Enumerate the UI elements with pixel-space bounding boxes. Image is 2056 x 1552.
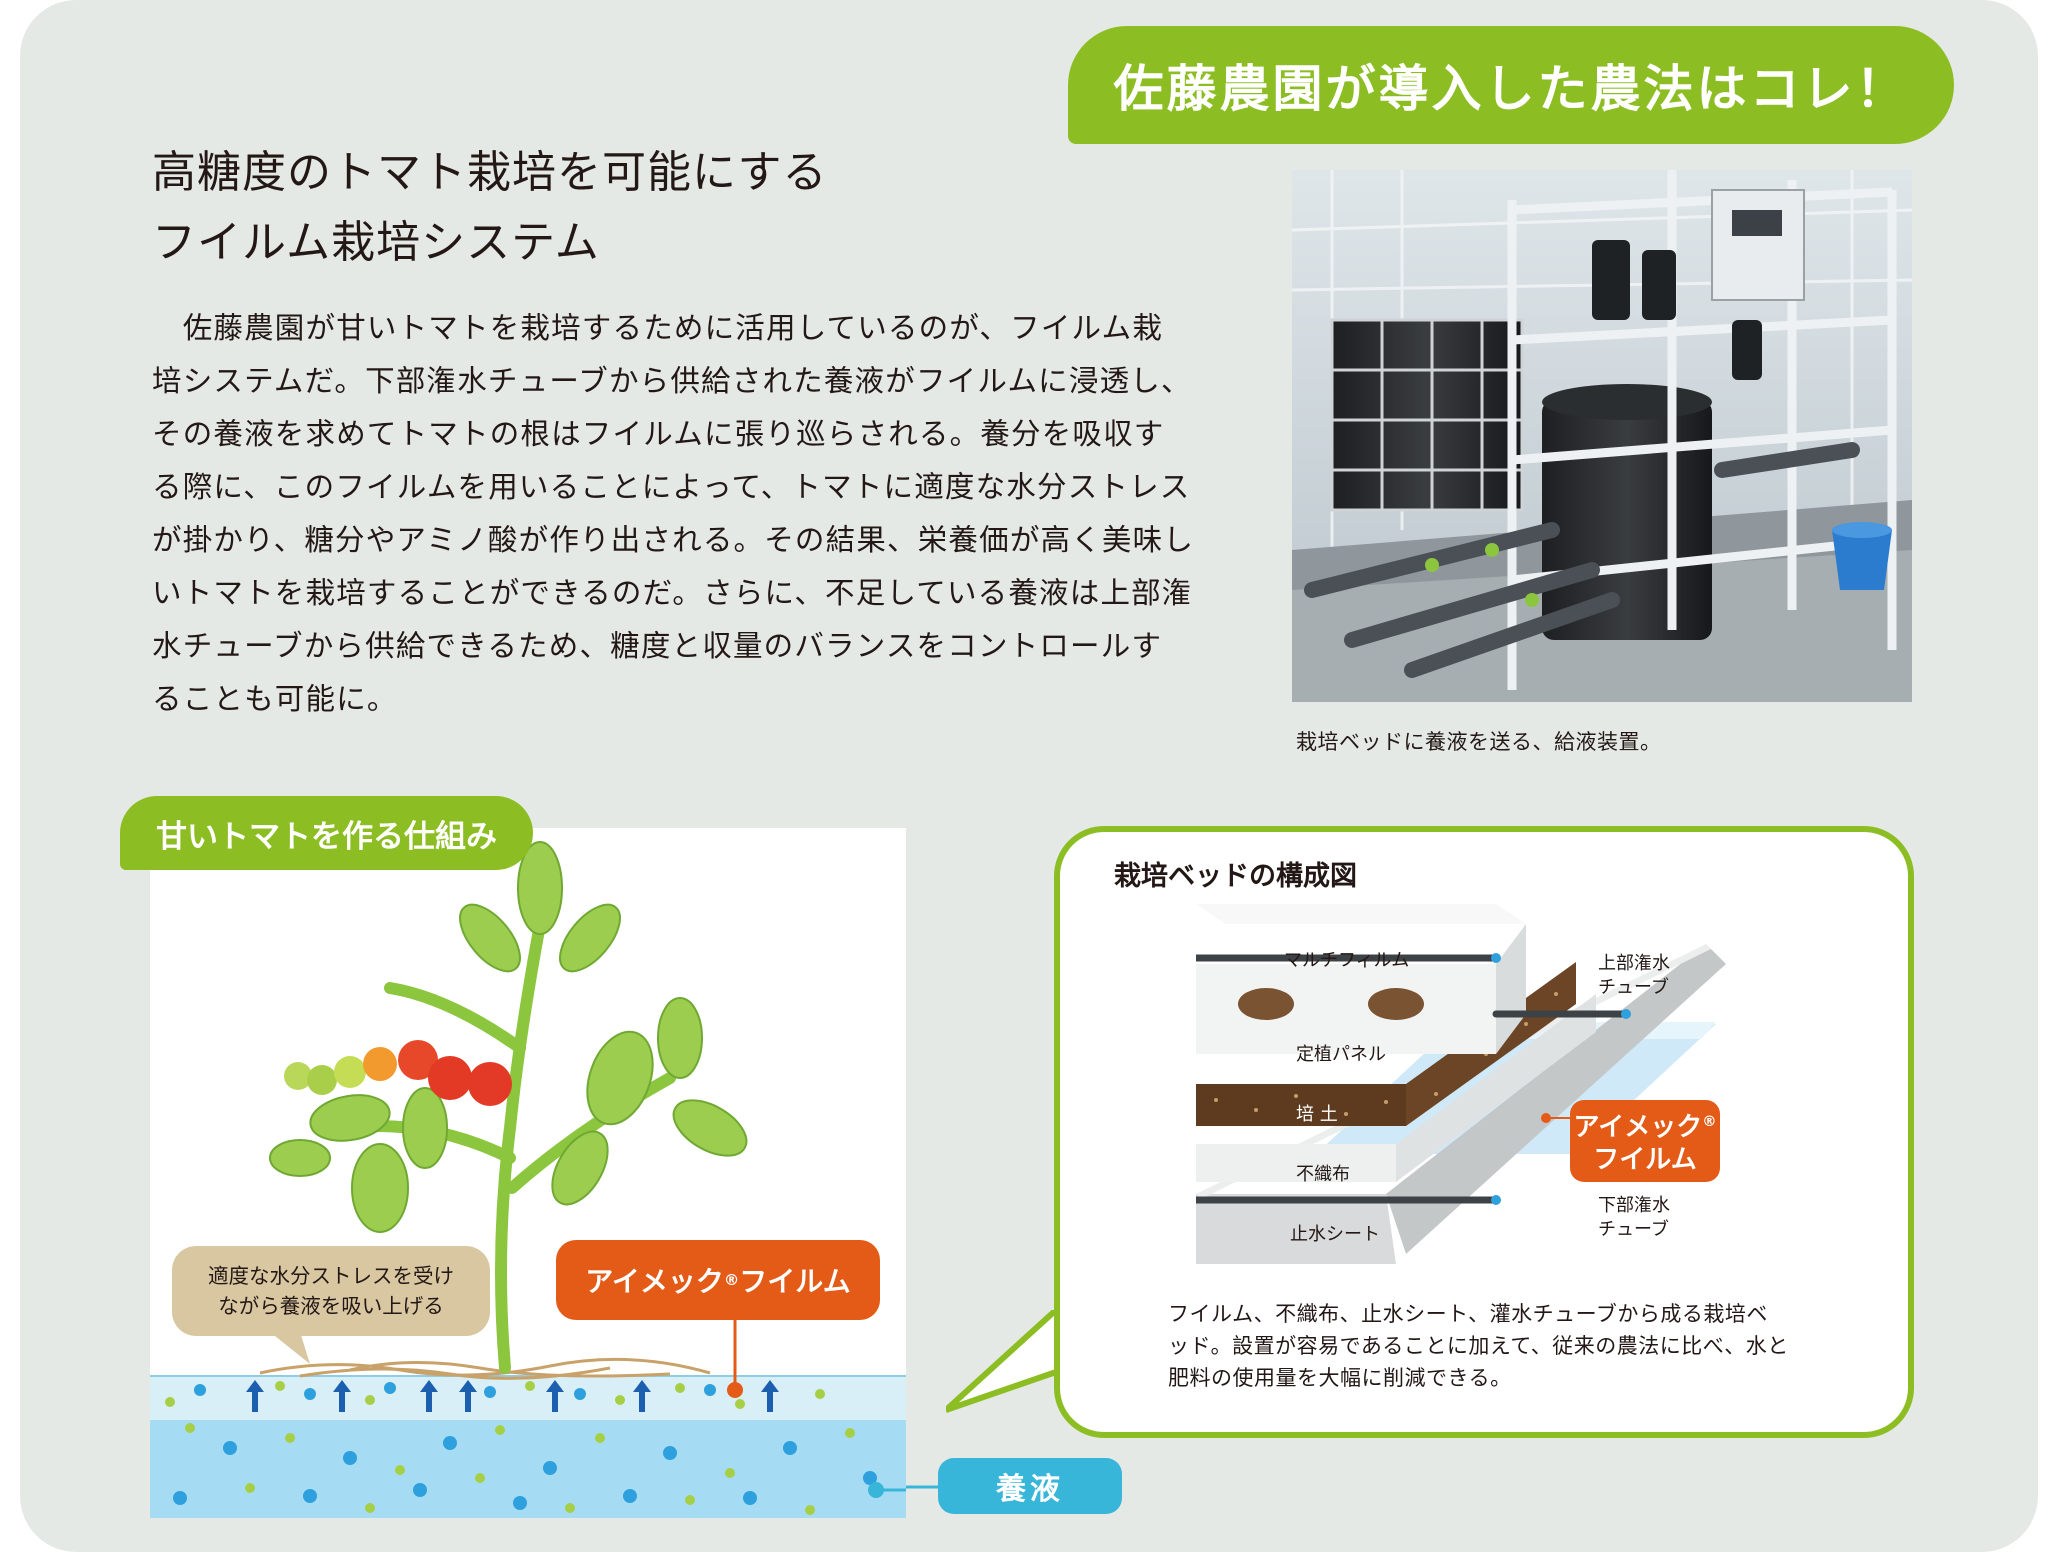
body-line: ることも可能に。 <box>152 682 398 716</box>
label-mulch-film: マルチフィルム <box>1284 950 1410 971</box>
upper-tube-line: チューブ <box>1598 977 1669 998</box>
film-tag-line: フイルム <box>1593 1144 1697 1175</box>
body-line: が掛かり、糖分やアミノ酸が作り出される。その結果、栄養価が高く美味し <box>152 523 1195 557</box>
body-line: いトマトを栽培することができるのだ。さらに、不足している養液は上部潅 <box>152 576 1193 610</box>
body-line: 佐藤農園が甘いトマトを栽培するために活用しているのが、フイルム栽 <box>152 311 1164 345</box>
desc-line: ッド。設置が容易であることに加えて、従来の農法に比べ、水と <box>1168 1334 1789 1358</box>
nutrient-solution-tag: 養液 <box>938 1458 1122 1514</box>
article-heading: 高糖度のトマト栽培を可能にする フイルム栽培システム <box>152 138 827 278</box>
heading-line: フイルム栽培システム <box>152 217 600 268</box>
lower-tube-line: チューブ <box>1598 1219 1669 1240</box>
speech-pointer <box>946 1310 1059 1413</box>
desc-line: 肥料の使用量を大幅に削減できる。 <box>1168 1366 1512 1390</box>
upper-tube-line: 上部潅水 <box>1598 953 1670 974</box>
equipment-photo <box>1292 170 1912 702</box>
lower-tube-line: 下部潅水 <box>1598 1195 1670 1216</box>
registered-mark: ® <box>723 1271 740 1289</box>
body-line: 水チューブから供給できるため、糖度と収量のバランスをコントロールす <box>152 629 1163 663</box>
label-waterproof-sheet: 止水シート <box>1290 1224 1380 1245</box>
desc-line: フイルム、不織布、止水シート、灌水チューブから成る栽培ベ <box>1168 1302 1768 1326</box>
mechanism-illustration <box>150 828 906 1518</box>
diagram-film-tag: アイメック® フイルム <box>1570 1100 1720 1182</box>
heading-line: 高糖度のトマト栽培を可能にする <box>152 147 828 198</box>
body-line: その養液を求めてトマトの根はフイルムに張り巡らされる。養分を吸収す <box>152 417 1165 451</box>
bed-diagram-title: 栽培ベッドの構成図 <box>1114 861 1357 892</box>
film-suffix: フイルム <box>739 1265 851 1298</box>
film-brand: アイメック <box>585 1265 724 1298</box>
label-planting-panel: 定植パネル <box>1296 1044 1386 1065</box>
water-stress-bubble: 適度な水分ストレスを受け ながら養液を吸い上げる <box>172 1246 490 1336</box>
body-line: 培システムだ。下部潅水チューブから供給された養液がフイルムに浸透し、 <box>152 364 1192 398</box>
film-tag-line: アイメック <box>1573 1112 1703 1143</box>
mechanism-label: 甘いトマトを作る仕組み <box>120 796 533 870</box>
label-soil: 培 土 <box>1296 1104 1338 1125</box>
label-lower-tube: 下部潅水 チューブ <box>1598 1194 1670 1242</box>
article-body: 佐藤農園が甘いトマトを栽培するために活用しているのが、フイルム栽 培システムだ。… <box>152 302 1238 726</box>
tomato-plant-drawing <box>150 841 906 1518</box>
pointer-cover <box>1060 1295 1072 1365</box>
label-nonwoven: 不織布 <box>1296 1164 1350 1185</box>
label-upper-tube: 上部潅水 チューブ <box>1598 952 1670 1000</box>
bed-diagram-description: フイルム、不織布、止水シート、灌水チューブから成る栽培ベ ッド。設置が容易である… <box>1168 1298 1848 1394</box>
nutrient-leader-line <box>906 1485 940 1489</box>
photo-caption: 栽培ベッドに養液を送る、給液装置。 <box>1296 730 1662 754</box>
body-line: る際に、このフイルムを用いることによって、トマトに適度な水分ストレス <box>152 470 1191 504</box>
registered-mark: ® <box>1702 1114 1717 1131</box>
bubble-line: 適度な水分ストレスを受け <box>208 1264 454 1288</box>
equipment-photo-drawing <box>1292 170 1912 702</box>
imec-film-tag: アイメック®フイルム <box>556 1240 880 1320</box>
bed-layers-drawing <box>1196 904 1726 1264</box>
bubble-line: ながら養液を吸い上げる <box>218 1294 444 1318</box>
title-banner: 佐藤農園が導入した農法はコレ！ <box>1068 26 1954 144</box>
